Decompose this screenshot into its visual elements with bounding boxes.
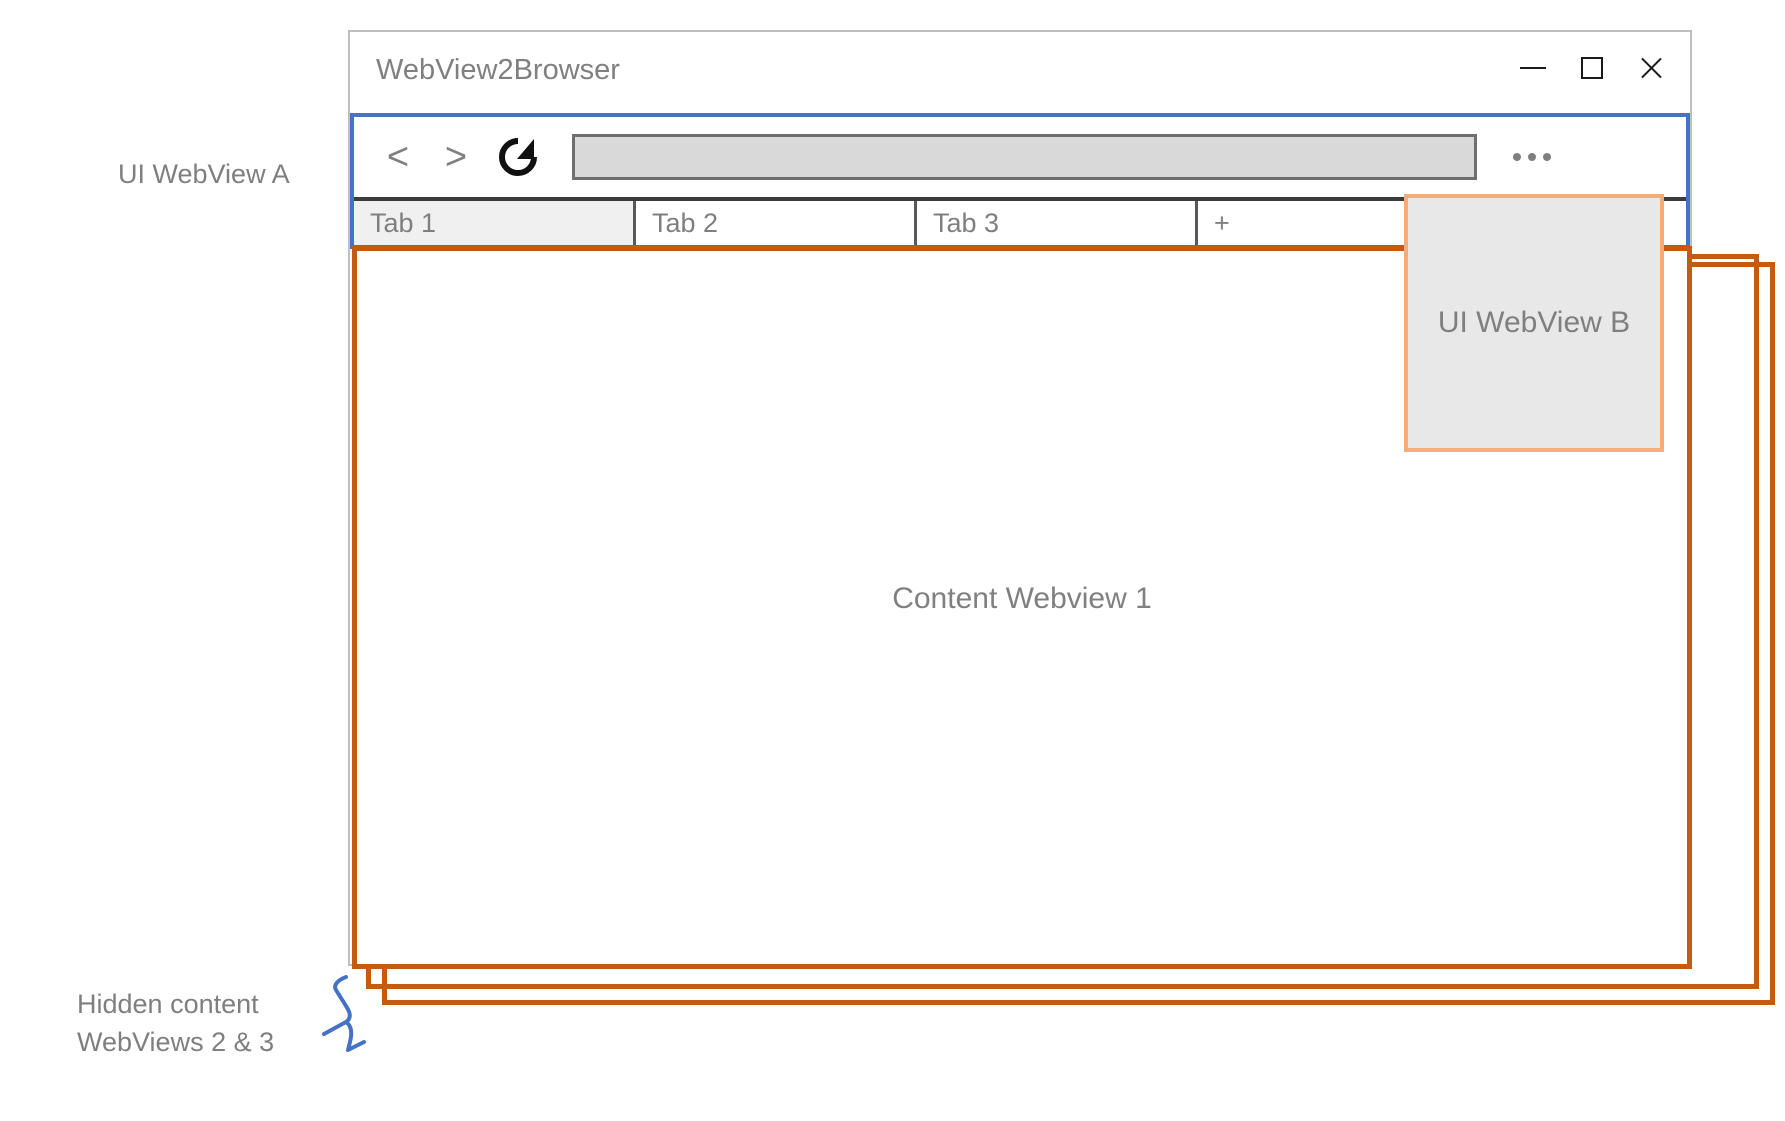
tab-2[interactable]: Tab 2 bbox=[636, 201, 917, 245]
minimize-icon bbox=[1520, 67, 1546, 69]
ellipsis-dot-3 bbox=[1543, 153, 1551, 161]
ellipsis-dot-1 bbox=[1513, 153, 1521, 161]
ellipsis-dot-2 bbox=[1528, 153, 1536, 161]
ui-webview-a-annotation-label: UI WebView A bbox=[118, 159, 290, 189]
title-bar[interactable]: WebView2Browser bbox=[350, 32, 1690, 111]
forward-button[interactable]: > bbox=[444, 136, 468, 178]
ellipsis-menu-button[interactable] bbox=[1513, 153, 1551, 161]
window-controls bbox=[1516, 46, 1668, 90]
ui-webview-b: UI WebView B bbox=[1404, 194, 1664, 452]
hidden-content-line-2: WebViews 2 & 3 bbox=[77, 1027, 275, 1058]
app-window: WebView2Browser < > bbox=[348, 30, 1692, 969]
tab-1[interactable]: Tab 1 bbox=[354, 201, 636, 245]
reload-button[interactable] bbox=[494, 132, 542, 182]
address-input[interactable] bbox=[572, 134, 1477, 180]
browser-toolbar: < > bbox=[354, 117, 1686, 197]
content-webview-1-label: Content Webview 1 bbox=[892, 581, 1152, 615]
tab-3[interactable]: Tab 3 bbox=[917, 201, 1198, 245]
back-button[interactable]: < bbox=[386, 136, 410, 178]
curly-brace-icon bbox=[322, 975, 366, 1052]
reload-icon bbox=[499, 138, 537, 176]
maximize-button[interactable] bbox=[1575, 46, 1609, 90]
close-button[interactable] bbox=[1634, 46, 1668, 90]
close-icon bbox=[1638, 55, 1664, 81]
maximize-icon bbox=[1581, 57, 1603, 79]
minimize-button[interactable] bbox=[1516, 46, 1550, 90]
window-title: WebView2Browser bbox=[376, 54, 620, 86]
new-tab-button[interactable]: + bbox=[1198, 201, 1398, 245]
hidden-content-line-1: Hidden content bbox=[77, 989, 259, 1019]
hidden-content-annotation-label: Hidden content WebViews 2 & 3 bbox=[77, 985, 274, 1062]
ui-webview-b-label: UI WebView B bbox=[1437, 306, 1631, 339]
